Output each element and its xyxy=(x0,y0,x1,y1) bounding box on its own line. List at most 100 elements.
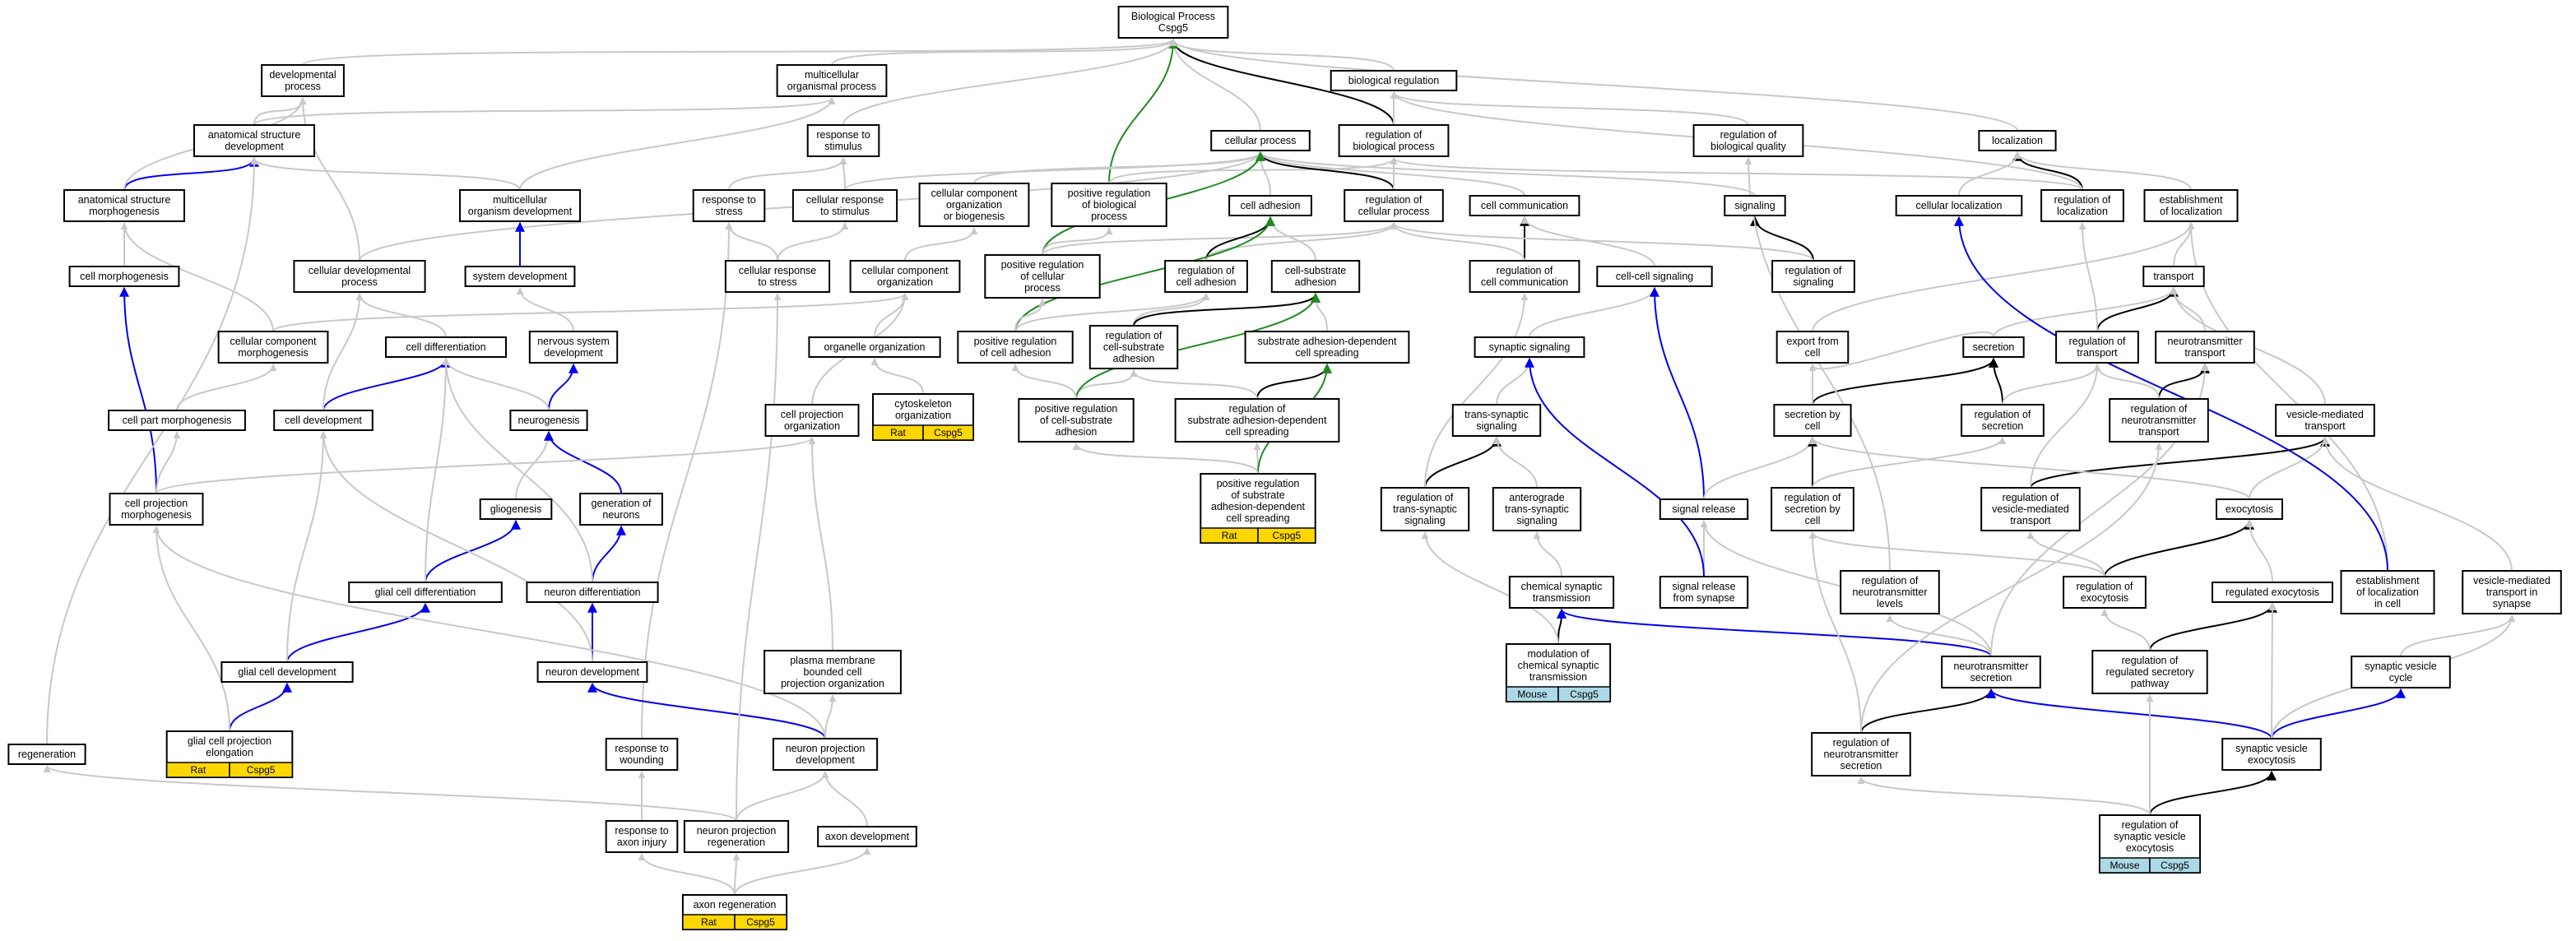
term-node-regexo[interactable]: regulated exocytosis xyxy=(2212,582,2333,603)
term-node-sd[interactable]: system development xyxy=(464,266,576,287)
term-node-cc[interactable]: cell communication xyxy=(1469,195,1580,216)
term-node-ccs[interactable]: cell-cell signaling xyxy=(1596,266,1713,287)
term-node-sec[interactable]: secretion xyxy=(1962,336,2025,358)
term-node-cm[interactable]: cell morphogenesis xyxy=(68,266,180,287)
term-node-sr[interactable]: signal release xyxy=(1659,498,1749,520)
term-node-cdiff[interactable]: cell differentiation xyxy=(385,336,507,358)
species-label: Rat xyxy=(191,764,207,776)
term-node-nd[interactable]: neuron differentiation xyxy=(526,582,659,603)
term-node-ss[interactable]: synaptic signaling xyxy=(1474,336,1585,358)
term-node-gcdev[interactable]: glial cell development xyxy=(220,661,354,683)
term-node-tr[interactable]: transport xyxy=(2142,266,2205,287)
term-node-sig[interactable]: signaling xyxy=(1724,195,1786,216)
term-node-ad[interactable]: axon development xyxy=(817,826,917,847)
term-node-exo[interactable]: exocytosis xyxy=(2216,498,2283,520)
term-node-neurog[interactable]: neurogenesis xyxy=(509,410,588,431)
term-node-gcd[interactable]: glial cell differentiation xyxy=(348,582,503,603)
term-node-cpm[interactable]: cell part morphogenesis xyxy=(108,410,246,431)
term-node-regen[interactable]: regeneration xyxy=(7,744,86,765)
term-node-ndev[interactable]: neuron development xyxy=(536,661,648,683)
term-node-cp[interactable]: cellular process xyxy=(1210,130,1311,151)
term-node-loc[interactable]: localization xyxy=(1978,130,2057,151)
term-node-oo[interactable]: organelle organization xyxy=(808,336,941,358)
term-node-bioreg[interactable]: biological regulation xyxy=(1330,70,1458,91)
term-node-cdev[interactable]: cell development xyxy=(273,410,374,431)
term-box xyxy=(1941,656,2041,688)
term-node-cl[interactable]: cellular localization xyxy=(1895,195,2023,216)
term-node-glio[interactable]: gliogenesis xyxy=(479,498,553,520)
term-node-ca[interactable]: cell adhesion xyxy=(1228,195,1312,216)
